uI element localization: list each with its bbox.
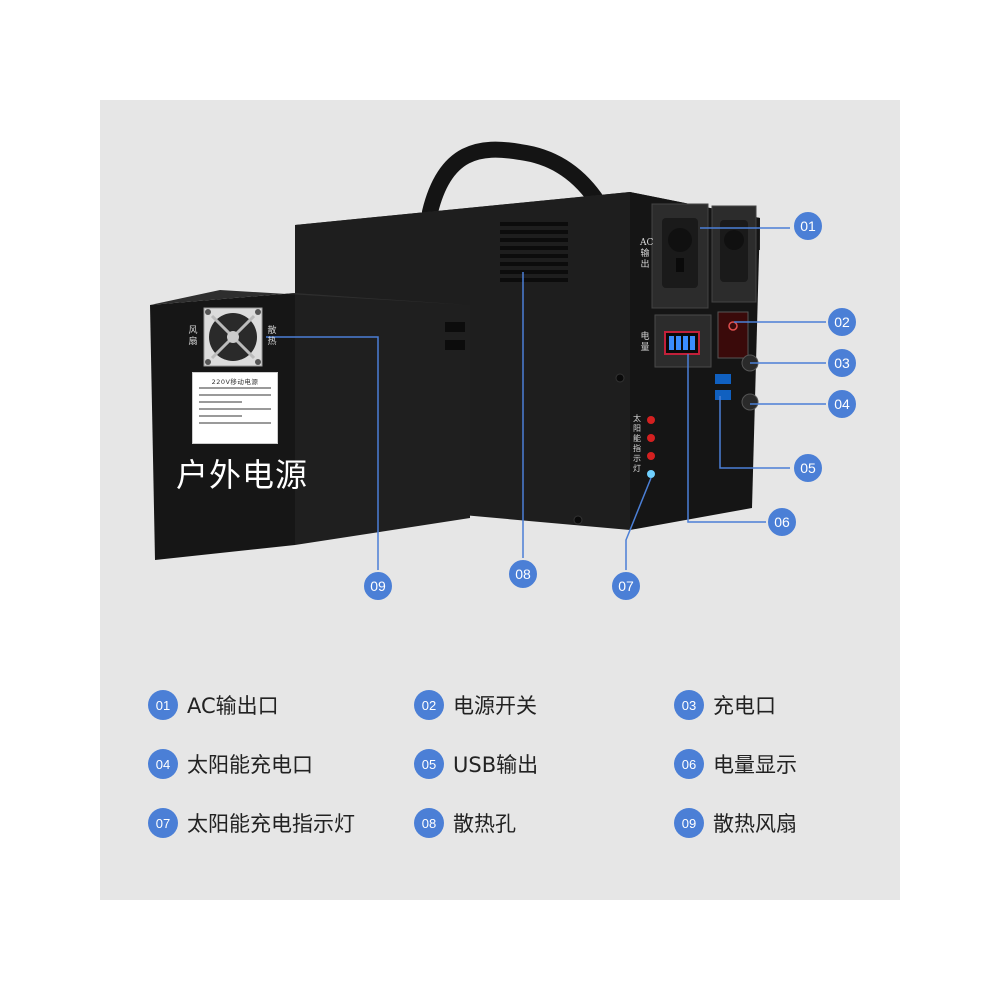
product-panel: 220V移动电源 户外电源 风扇 散热 AC输出 电量 太阳能指示灯 01 02… — [100, 100, 900, 900]
legend-item-vent-holes: 08 散热孔 — [414, 806, 516, 840]
cooling-fan-icon — [203, 307, 263, 367]
legend-item-cooling-fan: 09 散热风扇 — [674, 806, 797, 840]
product-sticker: 220V移动电源 — [192, 372, 278, 444]
feature-legend: 01 AC输出口 02 电源开关 03 充电口 04 太阳能充电口 05 USB… — [100, 680, 900, 840]
heat-side-label: 散热 — [267, 326, 277, 347]
led-red-icon — [647, 452, 655, 460]
legend-number: 03 — [674, 690, 704, 720]
front-unit-top — [150, 290, 470, 305]
ac-output-label: AC输出 — [640, 238, 654, 270]
legend-text: USB输出 — [453, 753, 539, 777]
screw-icon — [573, 515, 583, 525]
led-blue-icon — [647, 470, 655, 478]
led-red-icon — [647, 434, 655, 442]
product-illustration — [150, 141, 826, 572]
callout-07: 07 — [610, 570, 642, 602]
legend-text: AC输出口 — [187, 694, 279, 718]
legend-text: 电量显示 — [713, 753, 797, 777]
legend-number: 01 — [148, 690, 178, 720]
legend-number: 04 — [148, 749, 178, 779]
callout-02: 02 — [826, 306, 858, 338]
legend-text: 太阳能充电口 — [187, 753, 313, 777]
legend-item-usb-output: 05 USB输出 — [414, 747, 538, 781]
screw-icon — [615, 373, 625, 383]
battery-display-icon — [654, 314, 712, 368]
product-name-label: 户外电源 — [176, 456, 309, 494]
sticker-text-lines — [199, 387, 271, 429]
legend-number: 05 — [414, 749, 444, 779]
legend-number: 06 — [674, 749, 704, 779]
legend-item-power-switch: 02 电源开关 — [414, 688, 537, 722]
legend-number: 07 — [148, 808, 178, 838]
legend-item-charge-port: 03 充电口 — [674, 688, 776, 722]
callout-lines — [266, 227, 826, 572]
legend-number: 02 — [414, 690, 444, 720]
sticker-title: 220V移动电源 — [211, 378, 259, 386]
callout-01: 01 — [792, 210, 824, 242]
legend-text: 散热孔 — [453, 812, 516, 836]
legend-text: 太阳能充电指示灯 — [187, 812, 355, 836]
legend-item-solar-port: 04 太阳能充电口 — [148, 747, 313, 781]
legend-item-battery-display: 06 电量显示 — [674, 747, 797, 781]
usb-port-icon — [715, 374, 731, 400]
ac-socket-icon — [651, 203, 757, 309]
vent-holes — [500, 222, 568, 282]
callout-04: 04 — [826, 388, 858, 420]
product-photo: 220V移动电源 户外电源 风扇 散热 AC输出 电量 太阳能指示灯 01 02… — [100, 100, 900, 620]
legend-text: 电源开关 — [453, 694, 537, 718]
legend-item-solar-indicator: 07 太阳能充电指示灯 — [148, 806, 355, 840]
indicator-label: 太阳能指示灯 — [633, 414, 641, 473]
legend-number: 08 — [414, 808, 444, 838]
legend-item-ac-output: 01 AC输出口 — [148, 688, 279, 722]
fan-side-label: 风扇 — [188, 326, 198, 347]
callout-06: 06 — [766, 506, 798, 538]
callout-05: 05 — [792, 452, 824, 484]
legend-text: 充电口 — [713, 694, 776, 718]
legend-number: 09 — [674, 808, 704, 838]
power-level-label: 电量 — [640, 332, 650, 353]
callout-08: 08 — [507, 558, 539, 590]
solar-port-icon — [741, 393, 759, 411]
carry-handle — [422, 141, 603, 220]
callout-03: 03 — [826, 347, 858, 379]
led-red-icon — [647, 416, 655, 424]
callout-09: 09 — [362, 570, 394, 602]
legend-text: 散热风扇 — [713, 812, 797, 836]
front-unit-side — [295, 293, 470, 545]
power-switch-icon — [717, 311, 749, 359]
front-unit-vents — [445, 322, 465, 350]
